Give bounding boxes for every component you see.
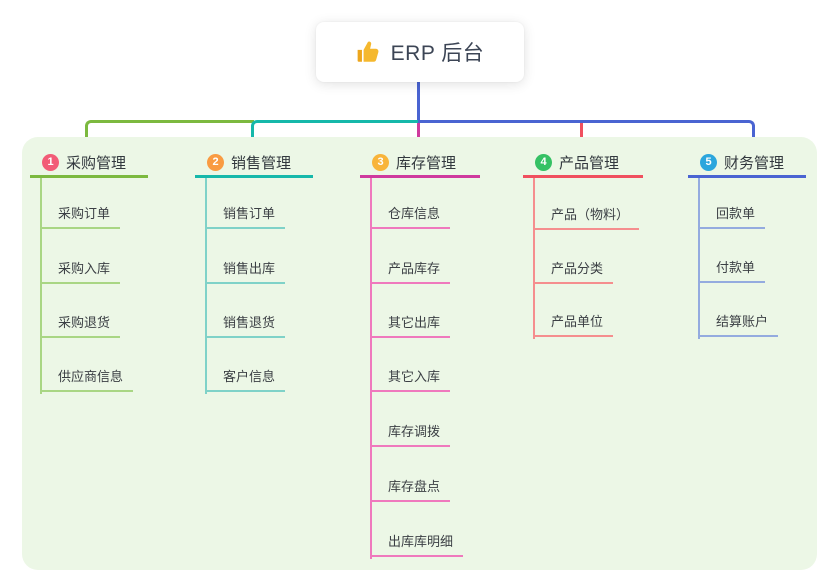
connector-root-stem [417,82,420,122]
child-node[interactable]: 产品单位 [533,313,614,337]
child-node[interactable]: 产品库存 [370,260,451,284]
child-node[interactable]: 客户信息 [205,368,286,392]
child-node[interactable]: 销售出库 [205,260,286,284]
branch-label: 财务管理 [724,154,785,172]
branch-number-badge: 2 [207,153,224,171]
background-panel [22,137,817,570]
child-node[interactable]: 其它入库 [370,368,451,392]
branch-sales: 2 销售管理 销售订单 销售出库 销售退货 客户信息 [195,149,313,394]
branch-children-connector [370,178,372,559]
child-node[interactable]: 采购订单 [40,205,121,229]
child-node[interactable]: 付款单 [698,259,766,283]
branch-label: 销售管理 [231,154,292,172]
branch-number-badge: 5 [700,153,717,171]
branch-node[interactable]: 5 财务管理 [688,149,806,178]
branch-number-badge: 4 [535,153,552,171]
child-node[interactable]: 采购入库 [40,260,121,284]
branch-product: 4 产品管理 产品（物料） 产品分类 产品单位 [523,149,643,339]
child-node[interactable]: 销售退货 [205,314,286,338]
branch-purchase: 1 采购管理 采购订单 采购入库 采购退货 供应商信息 [30,149,148,394]
child-node[interactable]: 产品分类 [533,260,614,284]
child-node[interactable]: 仓库信息 [370,205,451,229]
root-node[interactable]: ERP 后台 [316,22,524,82]
child-node[interactable]: 库存调拨 [370,423,451,447]
branch-number-badge: 3 [372,153,389,171]
branch-label: 产品管理 [559,154,620,172]
branch-label: 库存管理 [396,154,457,172]
child-node[interactable]: 回款单 [698,205,766,229]
branch-node[interactable]: 4 产品管理 [523,149,643,178]
child-node[interactable]: 供应商信息 [40,368,134,392]
branch-label: 采购管理 [66,154,127,172]
branch-node[interactable]: 2 销售管理 [195,149,313,178]
branch-children-connector [533,178,535,339]
child-node[interactable]: 出库库明细 [370,533,464,557]
branch-finance: 5 财务管理 回款单 付款单 结算账户 [688,149,806,339]
child-node[interactable]: 产品（物料） [533,206,640,230]
branch-inventory: 3 库存管理 仓库信息 产品库存 其它出库 其它入库 库存调拨 库存盘点 出库库… [360,149,480,559]
child-node[interactable]: 结算账户 [698,313,779,337]
child-node[interactable]: 其它出库 [370,314,451,338]
root-label: ERP 后台 [390,42,485,65]
thumbs-up-icon [356,39,382,65]
child-node[interactable]: 库存盘点 [370,478,451,502]
branch-children-connector [40,178,42,394]
branch-node[interactable]: 3 库存管理 [360,149,480,178]
branch-children-connector [698,178,700,339]
child-node[interactable]: 采购退货 [40,314,121,338]
branch-number-badge: 1 [42,153,59,171]
branch-node[interactable]: 1 采购管理 [30,149,148,178]
branch-children-connector [205,178,207,394]
child-node[interactable]: 销售订单 [205,205,286,229]
